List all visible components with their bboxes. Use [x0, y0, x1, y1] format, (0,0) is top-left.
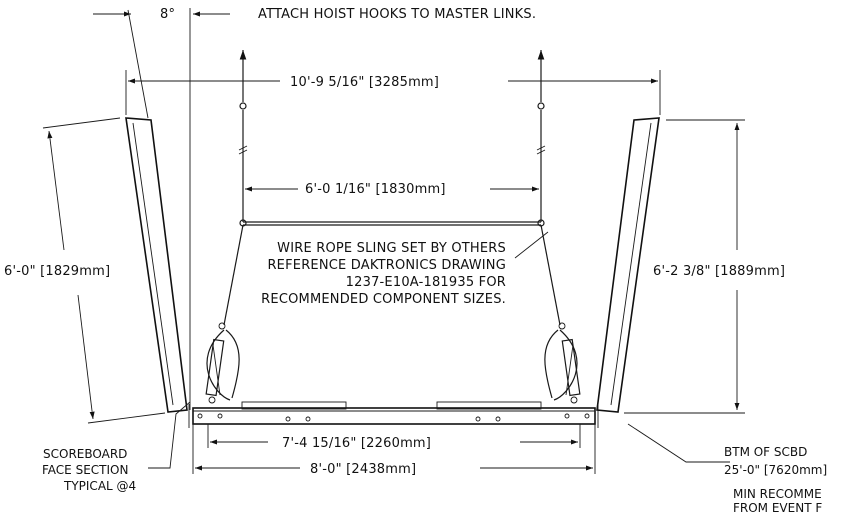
overall-width-dimension: 10'-9 5/16" [3285mm] [125, 70, 661, 115]
bottom-frame [188, 401, 599, 428]
sling-note-line-1: WIRE ROPE SLING SET BY OTHERS [277, 241, 506, 256]
spreader-line [239, 219, 545, 227]
clearance-note-line-1: MIN RECOMME [733, 487, 822, 501]
right-height-dimension: 6'-2 3/8" [1889mm] [624, 119, 785, 414]
outer-frame-dimension: 8'-0" [2438mm] [192, 424, 596, 477]
right-scoreboard-panel [596, 117, 660, 413]
diagonal-ropes [223, 224, 561, 326]
angle-reference: 8° [93, 7, 230, 410]
sling-spread-label: 6'-0 1/16" [1830mm] [305, 182, 446, 197]
angle-label: 8° [160, 7, 175, 22]
left-height-dimension: 6'-0" [1829mm] [4, 117, 166, 424]
face-section-callout: SCOREBOARD FACE SECTION TYPICAL @4 [42, 401, 191, 493]
left-sling-leg [238, 102, 248, 222]
inner-frame-dimension: 7'-4 15/16" [2260mm] [207, 424, 581, 451]
right-turnbuckle [544, 322, 581, 404]
sling-note-line-3: 1237-E10A-181935 FOR [346, 275, 506, 290]
bottom-note-line-1: BTM OF SCBD [724, 445, 807, 459]
face-section-line-2: FACE SECTION [42, 463, 128, 477]
face-section-line-1: SCOREBOARD [43, 447, 127, 461]
clearance-note-line-2: FROM EVENT F [733, 501, 822, 515]
outer-frame-label: 8'-0" [2438mm] [310, 462, 416, 477]
sling-note-line-4: RECOMMENDED COMPONENT SIZES. [261, 292, 506, 307]
bottom-elevation-callout: BTM OF SCBD 25'-0" [7620mm] MIN RECOMME … [627, 423, 827, 515]
hoist-arrows [239, 50, 545, 102]
left-scoreboard-panel [125, 117, 188, 413]
right-height-label: 6'-2 3/8" [1889mm] [653, 264, 785, 279]
left-height-label: 6'-0" [1829mm] [4, 264, 110, 279]
sling-spread-dimension: 6'-0 1/16" [1830mm] [245, 182, 539, 197]
overall-width-label: 10'-9 5/16" [3285mm] [290, 75, 439, 90]
inner-frame-label: 7'-4 15/16" [2260mm] [282, 436, 431, 451]
hoist-note: ATTACH HOIST HOOKS TO MASTER LINKS. [258, 7, 536, 22]
sling-note-line-2: REFERENCE DAKTRONICS DRAWING [267, 258, 506, 273]
sling-note: WIRE ROPE SLING SET BY OTHERS REFERENCE … [261, 241, 506, 307]
face-section-line-3: TYPICAL @4 [63, 479, 136, 493]
right-sling-leg [536, 102, 546, 222]
bottom-note-line-2: 25'-0" [7620mm] [724, 463, 827, 477]
left-turnbuckle [205, 322, 240, 404]
